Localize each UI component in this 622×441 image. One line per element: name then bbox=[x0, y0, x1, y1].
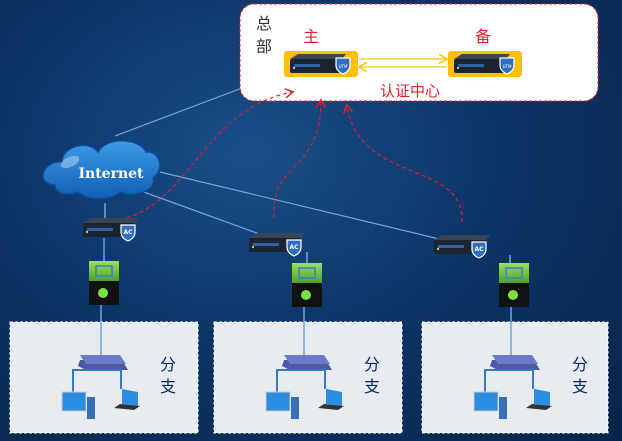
link-internet-branch2 bbox=[129, 186, 277, 241]
svg-text:AC: AC bbox=[123, 229, 133, 236]
ac-device-icon: AC bbox=[83, 218, 139, 242]
internet-label: Internet bbox=[78, 166, 144, 182]
link-internet-branch3 bbox=[159, 171, 461, 245]
svg-text:AC: AC bbox=[289, 244, 299, 251]
internet-cloud-icon: Internet bbox=[42, 140, 161, 200]
hq-label-1: 总 bbox=[256, 14, 272, 33]
auth-link-branch2 bbox=[273, 101, 321, 219]
switch-icon bbox=[282, 355, 332, 370]
svg-text:UTM: UTM bbox=[339, 64, 348, 69]
svg-text:AC: AC bbox=[474, 246, 484, 253]
backup-server-icon: UTM bbox=[448, 51, 522, 77]
svg-text:分: 分 bbox=[572, 355, 588, 374]
svg-text:支: 支 bbox=[160, 377, 176, 396]
branch-zone-1: 分 支 bbox=[9, 321, 199, 434]
auth-link-branch3 bbox=[347, 106, 463, 223]
link-hq-internet bbox=[114, 87, 243, 137]
svg-text:支: 支 bbox=[572, 377, 588, 396]
desktop-pc-icon bbox=[265, 391, 299, 419]
auth-center-label: 认证中心 bbox=[380, 82, 440, 100]
laptop-icon bbox=[318, 389, 344, 410]
auth-links bbox=[112, 92, 463, 223]
firewall-icon bbox=[292, 263, 322, 307]
branch-zone-3: 分 支 bbox=[421, 321, 609, 434]
hq-label-2: 部 bbox=[256, 37, 272, 56]
ac-device-icon: AC bbox=[434, 235, 490, 259]
switch-icon bbox=[490, 355, 540, 370]
desktop-pc-icon bbox=[61, 391, 95, 419]
svg-text:分: 分 bbox=[364, 355, 380, 374]
ac-device-icon: AC bbox=[249, 233, 305, 257]
primary-server-icon: UTM bbox=[284, 51, 358, 77]
firewall-icon bbox=[499, 263, 529, 307]
svg-text:分: 分 bbox=[160, 355, 176, 374]
laptop-icon bbox=[114, 389, 140, 410]
switch-icon bbox=[78, 355, 128, 370]
network-links bbox=[100, 87, 512, 355]
headquarters-zone: 总 部 主 备 UTM UTM 认证中心 bbox=[239, 3, 599, 102]
branch-zone-2: 分 支 bbox=[213, 321, 403, 434]
backup-label: 备 bbox=[475, 27, 491, 46]
svg-text:支: 支 bbox=[364, 377, 380, 396]
desktop-pc-icon bbox=[473, 391, 507, 419]
primary-label: 主 bbox=[303, 27, 319, 46]
svg-text:UTM: UTM bbox=[503, 64, 512, 69]
laptop-icon bbox=[526, 389, 552, 410]
firewall-icon bbox=[89, 261, 119, 305]
auth-link-branch1 bbox=[112, 92, 292, 222]
